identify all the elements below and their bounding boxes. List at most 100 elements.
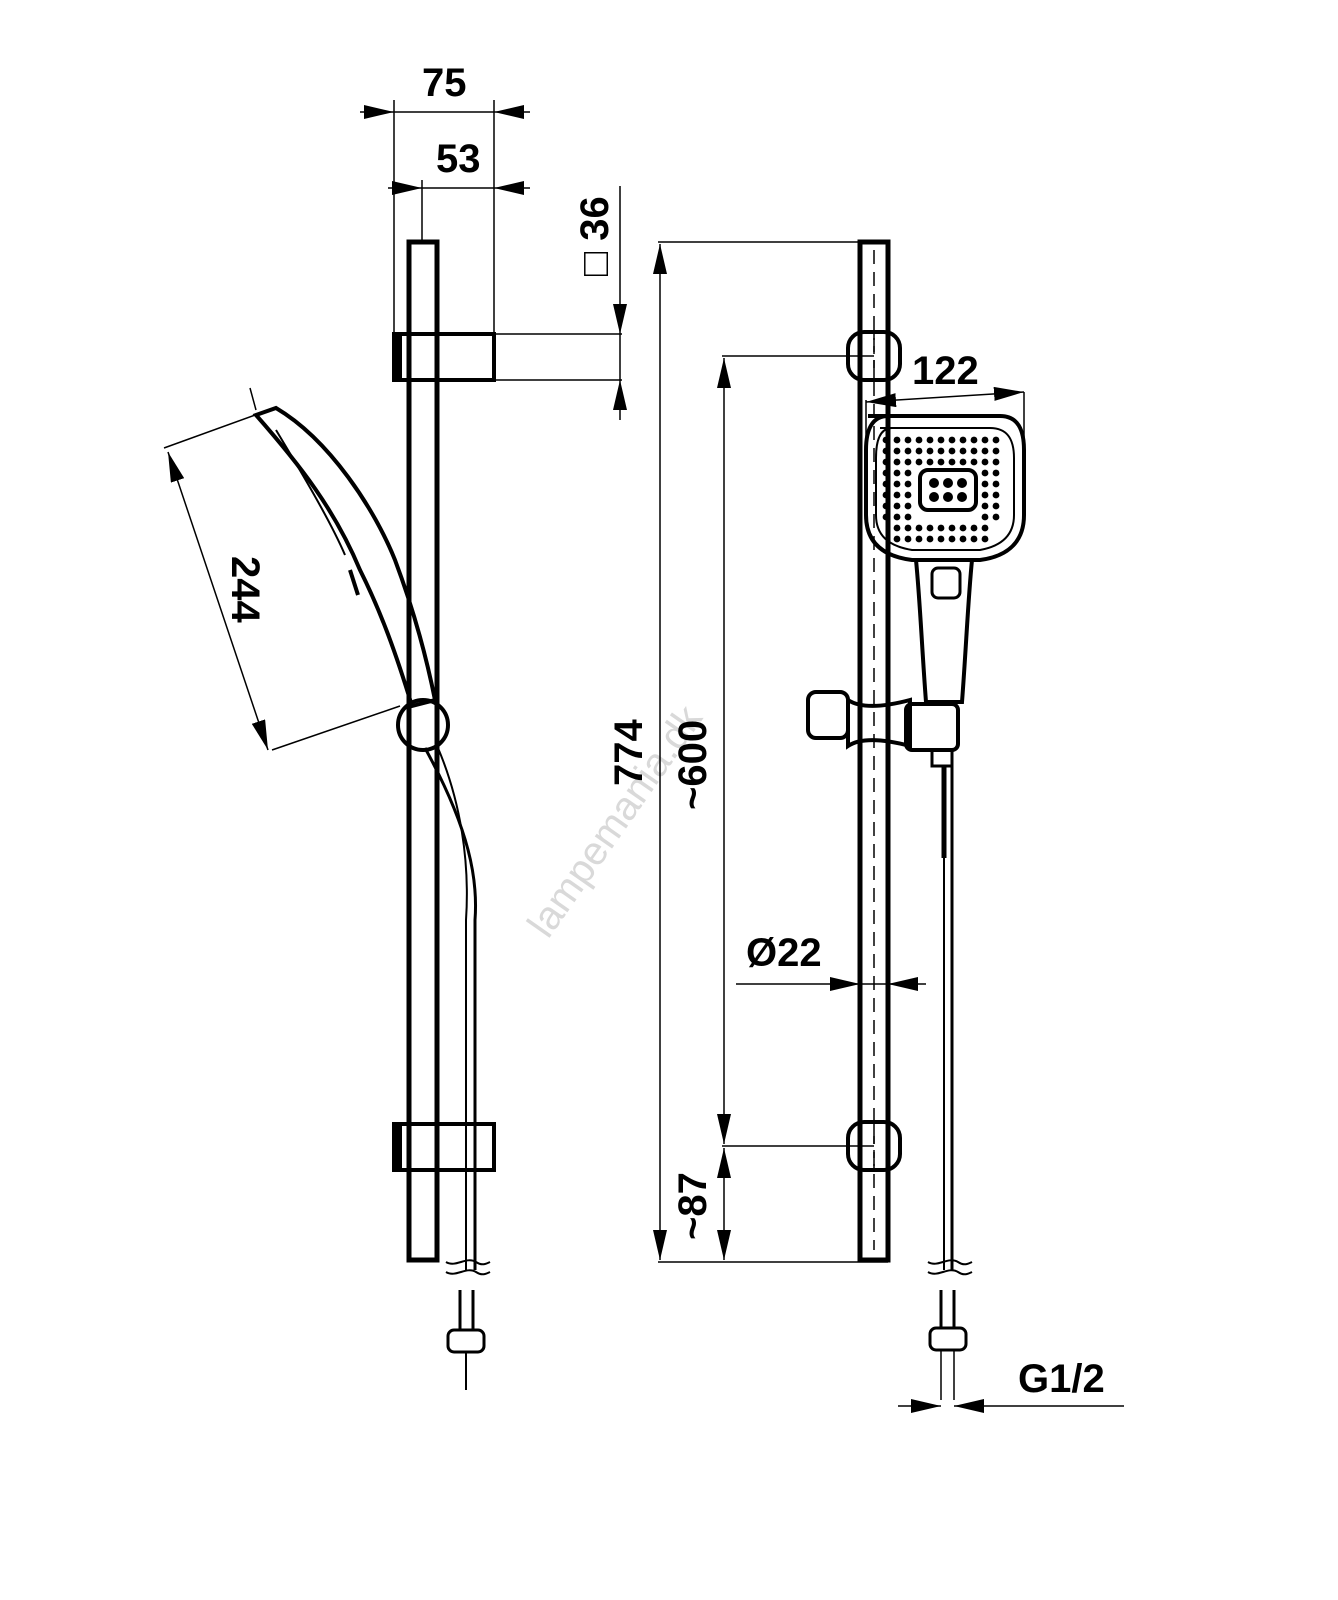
nozzle-dot	[992, 480, 1000, 488]
nozzle-dot	[893, 491, 901, 499]
nozzle-dot	[992, 513, 1000, 521]
nozzle-dot	[948, 524, 956, 532]
nozzle-dot	[904, 535, 912, 543]
nozzle-dot	[893, 513, 901, 521]
nozzle-dot	[948, 458, 956, 466]
nozzle-dot	[882, 436, 890, 444]
dim-g12-label: G1/2	[1018, 1357, 1105, 1401]
dim-244: 244	[163, 387, 401, 751]
side-slide-bar	[406, 239, 440, 1263]
nozzle-dot	[904, 513, 912, 521]
nozzle-dot	[926, 458, 934, 466]
nozzle-dot	[981, 513, 989, 521]
nozzle-dot	[893, 436, 901, 444]
nozzle-dot	[937, 436, 945, 444]
nozzle-dot	[882, 480, 890, 488]
nozzle-dot	[915, 458, 923, 466]
nozzle-dot	[915, 535, 923, 543]
nozzle-dot	[904, 436, 912, 444]
nozzle-dot	[970, 458, 978, 466]
nozzle-dot	[981, 436, 989, 444]
nozzle-dot	[893, 469, 901, 477]
nozzle-dot	[904, 469, 912, 477]
nozzle-dot	[959, 447, 967, 455]
nozzle-dot	[981, 524, 989, 532]
nozzle-dot	[959, 458, 967, 466]
nozzle-dot	[992, 502, 1000, 510]
nozzle-dot	[948, 535, 956, 543]
nozzle-dot	[882, 491, 890, 499]
dim-122: 122	[865, 349, 1025, 470]
nozzle-dot	[893, 502, 901, 510]
dim-53: 53	[388, 137, 530, 242]
nozzle-dot	[937, 447, 945, 455]
front-hand-shower	[864, 414, 1026, 704]
front-hose	[927, 766, 973, 1400]
nozzle-dot	[992, 458, 1000, 466]
dim-774-label: 774	[607, 719, 651, 786]
dim-36: □ 36	[573, 186, 627, 420]
dim-75-label: 75	[422, 61, 467, 105]
side-hand-shower	[252, 405, 450, 752]
nozzle-dot	[882, 513, 890, 521]
nozzle-dot	[904, 458, 912, 466]
nozzle-dot	[992, 447, 1000, 455]
nozzle-dot	[915, 447, 923, 455]
nozzle-dot	[992, 469, 1000, 477]
front-slide-bar	[857, 239, 891, 1263]
nozzle-dot	[926, 447, 934, 455]
dim-53-label: 53	[436, 137, 481, 181]
nozzle-dot	[981, 491, 989, 499]
nozzle-dot	[948, 436, 956, 444]
nozzle-dot	[992, 436, 1000, 444]
nozzle-dot	[937, 535, 945, 543]
dim-75: 75	[360, 61, 530, 334]
dim-87-label: ~87	[671, 1172, 715, 1240]
nozzle-dot	[904, 480, 912, 488]
nozzle-dot	[959, 436, 967, 444]
nozzle-dot	[893, 447, 901, 455]
side-bottom-bracket	[392, 1122, 496, 1172]
nozzle-dot	[981, 458, 989, 466]
dim-g12: G1/2	[898, 1357, 1124, 1413]
nozzle-dot	[893, 535, 901, 543]
nozzle-pattern	[882, 436, 1000, 543]
nozzle-dot	[970, 436, 978, 444]
dim-36-label: □ 36	[573, 196, 617, 276]
nozzle-dot	[915, 524, 923, 532]
nozzle-dot	[904, 524, 912, 532]
dim-122-label: 122	[912, 349, 979, 393]
nozzle-dot	[904, 491, 912, 499]
nozzle-dot	[970, 447, 978, 455]
nozzle-dot	[904, 502, 912, 510]
dim-22-label: Ø22	[746, 931, 822, 975]
side-hose	[423, 747, 491, 1390]
nozzle-dot	[959, 535, 967, 543]
nozzle-dot	[882, 447, 890, 455]
nozzle-dot	[981, 447, 989, 455]
nozzle-dot	[981, 502, 989, 510]
nozzle-dot	[959, 524, 967, 532]
nozzle-dot	[893, 524, 901, 532]
nozzle-dot	[970, 524, 978, 532]
nozzle-dot	[882, 502, 890, 510]
nozzle-dot	[970, 535, 978, 543]
nozzle-dot	[882, 458, 890, 466]
dim-87: ~87	[671, 1148, 731, 1260]
front-view: 122 774 ~600 ~87 Ø22	[607, 239, 1124, 1413]
nozzle-dot	[926, 436, 934, 444]
dim-774: 774	[607, 241, 888, 1263]
dim-600: ~600	[671, 355, 874, 1147]
dim-244-label: 244	[223, 556, 267, 623]
nozzle-dot	[981, 480, 989, 488]
nozzle-dot	[915, 436, 923, 444]
nozzle-dot	[937, 458, 945, 466]
nozzle-dot	[981, 535, 989, 543]
nozzle-dot	[926, 524, 934, 532]
nozzle-dot	[948, 447, 956, 455]
dim-22: Ø22	[736, 931, 926, 991]
nozzle-dot	[882, 469, 890, 477]
nozzle-dot	[893, 458, 901, 466]
nozzle-dot	[893, 480, 901, 488]
